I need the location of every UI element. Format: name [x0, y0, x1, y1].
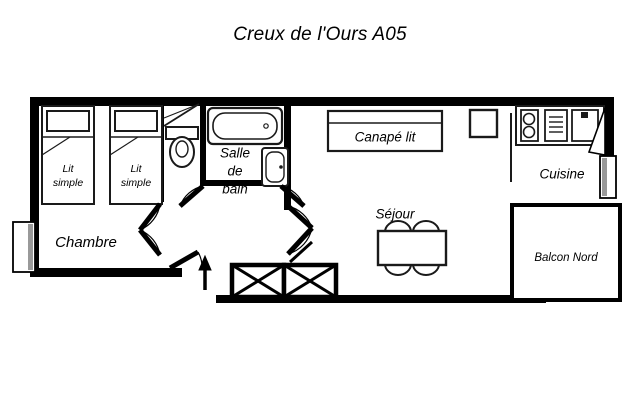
oven-icon — [544, 109, 568, 142]
storage-closet-icon — [229, 262, 339, 300]
bed-icon — [109, 105, 163, 205]
room-label-sejour: Séjour — [375, 207, 415, 222]
room-label-balcon-nord: Balcon Nord — [534, 252, 598, 264]
room-label-chambre: Chambre — [55, 234, 117, 251]
chair-icon — [412, 263, 440, 276]
room-label-bain: bain — [222, 182, 248, 197]
sofa-bed-icon — [326, 109, 444, 153]
door-swing-icon — [587, 107, 606, 156]
window-icon — [599, 155, 617, 199]
toilet-area — [163, 103, 200, 168]
bathtub-icon — [206, 106, 284, 146]
door-swings — [138, 184, 314, 271]
room-balcon-nord: Balcon Nord — [510, 203, 622, 302]
room-label-cuisine: Cuisine — [539, 167, 584, 182]
bed-label-line1: Lit — [62, 163, 74, 175]
fridge-icon — [468, 108, 499, 139]
room-label-de: de — [227, 164, 242, 179]
room-chambre: Lit simple Lit simple Chambre — [12, 105, 163, 273]
kitchen-sink-icon — [571, 109, 599, 142]
bed-icon — [41, 105, 95, 205]
page-title: Creux de l'Ours A05 — [233, 24, 407, 45]
bed-label-line2: simple — [121, 177, 152, 189]
bed-label-line2: simple — [53, 177, 84, 189]
window-icon — [12, 221, 36, 273]
room-salle-de-bain: Salle de bain — [206, 106, 289, 197]
room-cuisine: Cuisine — [468, 105, 617, 199]
stovetop-icon — [520, 109, 539, 142]
chair-icon — [412, 220, 440, 233]
washbasin-icon — [261, 147, 289, 187]
room-label-salle: Salle — [220, 146, 250, 161]
chair-icon — [384, 220, 412, 233]
room-label-canape-lit: Canapé lit — [355, 130, 417, 145]
entry-arrow-icon — [198, 254, 212, 290]
room-sejour: Canapé lit Séjour — [326, 109, 448, 276]
dining-table-icon — [376, 220, 448, 276]
chair-icon — [384, 263, 412, 276]
toilet-icon — [165, 126, 199, 168]
bed-label-line1: Lit — [130, 163, 142, 175]
